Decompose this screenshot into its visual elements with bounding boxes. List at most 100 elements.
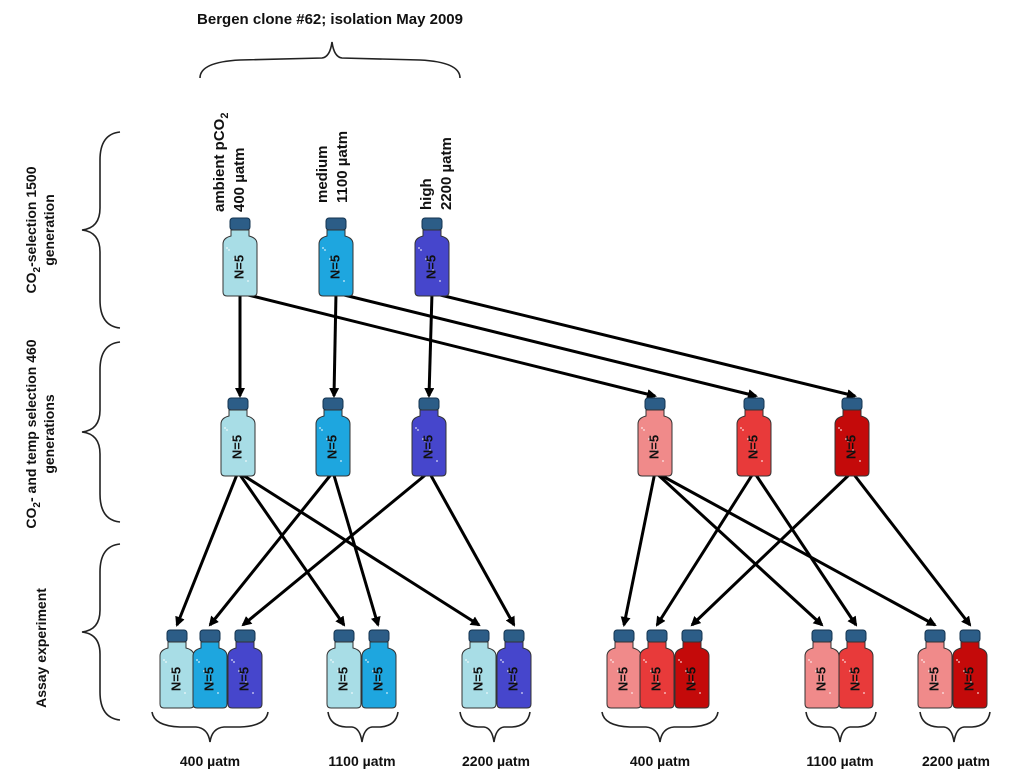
- bottle-assay-2-2: N=5: [361, 629, 397, 709]
- bottle-cap: [841, 397, 863, 411]
- bottle-speckle: [233, 661, 235, 663]
- bottle-speckle: [163, 659, 165, 661]
- bottle-speckle: [425, 258, 427, 260]
- arrow-b1-to-a2200: [237, 470, 481, 627]
- bottle-middle-4: N=5: [637, 397, 673, 477]
- brace-group-warm-1100: [805, 711, 877, 743]
- bottle-label: N=5: [745, 435, 760, 459]
- bottle-body: [917, 641, 953, 709]
- bottle-body: [496, 641, 532, 709]
- bottle-speckle: [329, 258, 331, 260]
- bottle-speckle: [822, 681, 824, 683]
- bottle-speckle: [170, 670, 172, 672]
- brace-group-cold-400: [151, 711, 269, 743]
- arrow-high-to-cold: [424, 292, 435, 398]
- bottle-speckle: [439, 280, 441, 282]
- arrow-b1-to-a1100: [236, 471, 346, 627]
- bottle-speckle: [231, 438, 233, 440]
- bottle-speckle: [863, 692, 865, 694]
- bottle-speckle: [650, 440, 652, 442]
- bottle-label: N=5: [229, 435, 244, 459]
- bottle-label: N=5: [231, 255, 246, 279]
- bottle-speckle: [650, 670, 652, 672]
- svg-text:400 µatm: 400 µatm: [231, 147, 248, 212]
- svg-text:1100 µatm: 1100 µatm: [334, 131, 351, 203]
- bottle-speckle: [500, 659, 502, 661]
- bottle-cap: [743, 397, 765, 411]
- arrow-b1-to-a400: [175, 471, 240, 627]
- bottle-speckle: [847, 440, 849, 442]
- bottle-speckle: [226, 429, 228, 431]
- bottle-speckle: [172, 672, 174, 674]
- bottle-speckle: [228, 249, 230, 251]
- bottle-speckle: [365, 659, 367, 661]
- bottle-speckle: [337, 670, 339, 672]
- brace-assay: [81, 543, 121, 721]
- bottle-speckle: [420, 249, 422, 251]
- bottle-speckle: [612, 661, 614, 663]
- bottle-speckle: [970, 681, 972, 683]
- bottle-label: N=5: [201, 667, 216, 691]
- brace-selection-460: [81, 341, 121, 523]
- bottle-label: N=5: [847, 667, 862, 691]
- bottle-body: [318, 229, 354, 297]
- bottle-speckle: [247, 280, 249, 282]
- bottle-cap: [811, 629, 833, 643]
- bottle-speckle: [655, 449, 657, 451]
- brace-group-warm-2200: [919, 711, 991, 743]
- bottle-middle-5: N=5: [736, 397, 772, 477]
- bottle-speckle: [829, 692, 831, 694]
- bottle-speckle: [921, 659, 923, 661]
- bottle-assay-5-2: N=5: [838, 629, 874, 709]
- bottle-body: [411, 409, 447, 477]
- bottle-speckle: [923, 661, 925, 663]
- bottle-assay-1-1: N=5: [159, 629, 195, 709]
- bottle-top-3: N=5: [414, 217, 450, 297]
- svg-text:CO2- and temp selection 460: CO2- and temp selection 460: [23, 339, 43, 528]
- bottle-assay-5-1: N=5: [804, 629, 840, 709]
- bottle-speckle: [474, 672, 476, 674]
- arrow-ambient-to-warm: [239, 291, 657, 399]
- bottle-body: [414, 229, 450, 297]
- bottle-label: N=5: [648, 667, 663, 691]
- bottle-speckle: [351, 692, 353, 694]
- bottle-cap: [924, 629, 946, 643]
- bottle-speckle: [852, 449, 854, 451]
- bottle-label: N=5: [236, 667, 251, 691]
- group-label-warm-1100: 1100 µatm: [806, 753, 873, 769]
- bottle-label: N=5: [646, 435, 661, 459]
- arrow-r1-to-a2200: [654, 470, 937, 627]
- bottle-speckle: [507, 670, 509, 672]
- bottle-body: [220, 409, 256, 477]
- bottle-cap: [644, 397, 666, 411]
- bottle-speckle: [379, 681, 381, 683]
- bottle-label: N=5: [335, 667, 350, 691]
- bottle-speckle: [184, 692, 186, 694]
- bottle-speckle: [514, 681, 516, 683]
- group-label-warm-400: 400 µatm: [630, 753, 690, 769]
- svg-text:2200 µatm: 2200 µatm: [438, 137, 455, 210]
- row-label-assay: Assay experiment: [33, 588, 49, 708]
- arrow-b3-to-a400: [241, 470, 430, 627]
- bottle-speckle: [687, 672, 689, 674]
- bottle-label: N=5: [813, 667, 828, 691]
- bottle-body: [639, 641, 675, 709]
- bottle-speckle: [747, 438, 749, 440]
- bottle-label: N=5: [324, 435, 339, 459]
- bottle-cap: [613, 629, 635, 643]
- bottle-speckle: [662, 460, 664, 462]
- bottle-speckle: [238, 449, 240, 451]
- bottle-speckle: [740, 427, 742, 429]
- bottle-speckle: [374, 672, 376, 674]
- bottle-speckle: [761, 460, 763, 462]
- bottle-middle-1: N=5: [220, 397, 256, 477]
- bottle-assay-3-1: N=5: [461, 629, 497, 709]
- bottle-cap: [166, 629, 188, 643]
- bottle-label: N=5: [926, 667, 941, 691]
- bottle-body: [315, 409, 351, 477]
- bottle-speckle: [965, 672, 967, 674]
- bottle-cap: [959, 629, 981, 643]
- arrow-r2-to-a400: [655, 471, 756, 627]
- bottle-speckle: [205, 672, 207, 674]
